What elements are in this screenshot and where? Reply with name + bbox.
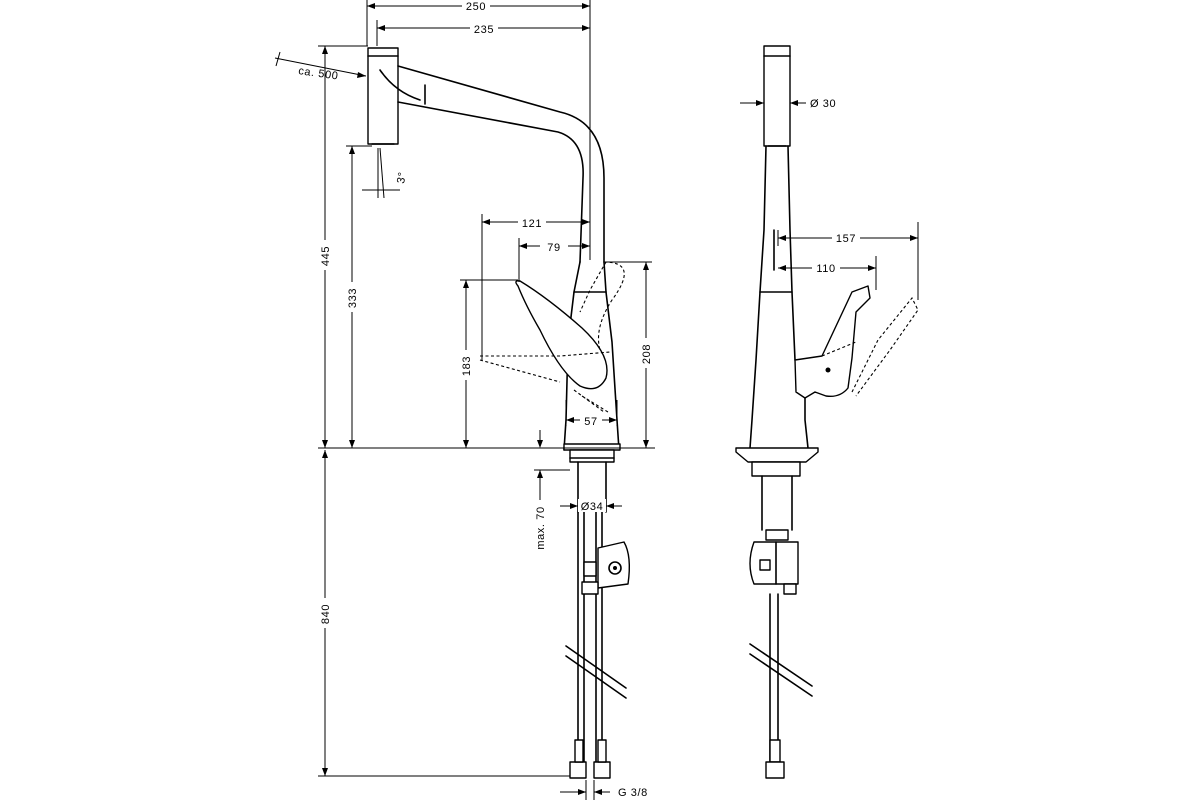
hose-fitting-left: [569, 761, 587, 779]
dim-max-deck-thickness: max. 70: [535, 506, 547, 549]
spout-head: [367, 47, 399, 145]
side-body: [749, 145, 809, 449]
spout-arm: [397, 65, 605, 263]
dim-spout-reach: 235: [474, 24, 494, 36]
dim-lever-offset: 79: [547, 242, 560, 254]
deck-plate: [563, 443, 621, 451]
side-view: [735, 45, 919, 779]
front-view: [367, 47, 631, 779]
mounting-clamp: [597, 541, 631, 589]
dim-total-width: 250: [466, 1, 486, 13]
side-dimensions: Ø 30 157 110: [740, 98, 919, 300]
dim-connection: G 3/8: [618, 787, 648, 799]
dim-spout-height: 333: [347, 288, 359, 308]
side-mounting-clamp: [749, 541, 799, 585]
side-deck-plate: [735, 447, 819, 463]
dim-body-width: 57: [584, 416, 597, 428]
front-dimensions: [274, 0, 655, 800]
side-spout-head: [763, 45, 791, 147]
dim-side-lever-offset: 110: [816, 263, 835, 275]
front-dimension-labels: 250 235 ca. 500 3° 445 333 121 79 183 20…: [298, 0, 653, 799]
side-lever: [794, 285, 871, 399]
dim-lever-height: 183: [461, 356, 473, 376]
dim-side-lever-reach: 157: [836, 233, 856, 245]
side-hose-fitting: [765, 761, 785, 779]
dim-below-deck-length: 840: [320, 604, 332, 624]
dim-pull-out: ca. 500: [298, 65, 340, 82]
lever-swing-dashed: [479, 261, 625, 383]
dim-total-height: 445: [320, 246, 332, 266]
dim-lever-swing-height: 208: [641, 344, 653, 364]
lever-handle: [515, 280, 608, 390]
hose-fitting-right: [593, 761, 611, 779]
dim-angle: 3°: [395, 171, 409, 185]
side-lever-swing-dashed: [821, 296, 919, 397]
dim-shank-diameter: Ø34: [581, 501, 604, 513]
dim-lever-reach: 121: [522, 218, 542, 230]
dim-spout-diameter: Ø 30: [810, 98, 836, 110]
